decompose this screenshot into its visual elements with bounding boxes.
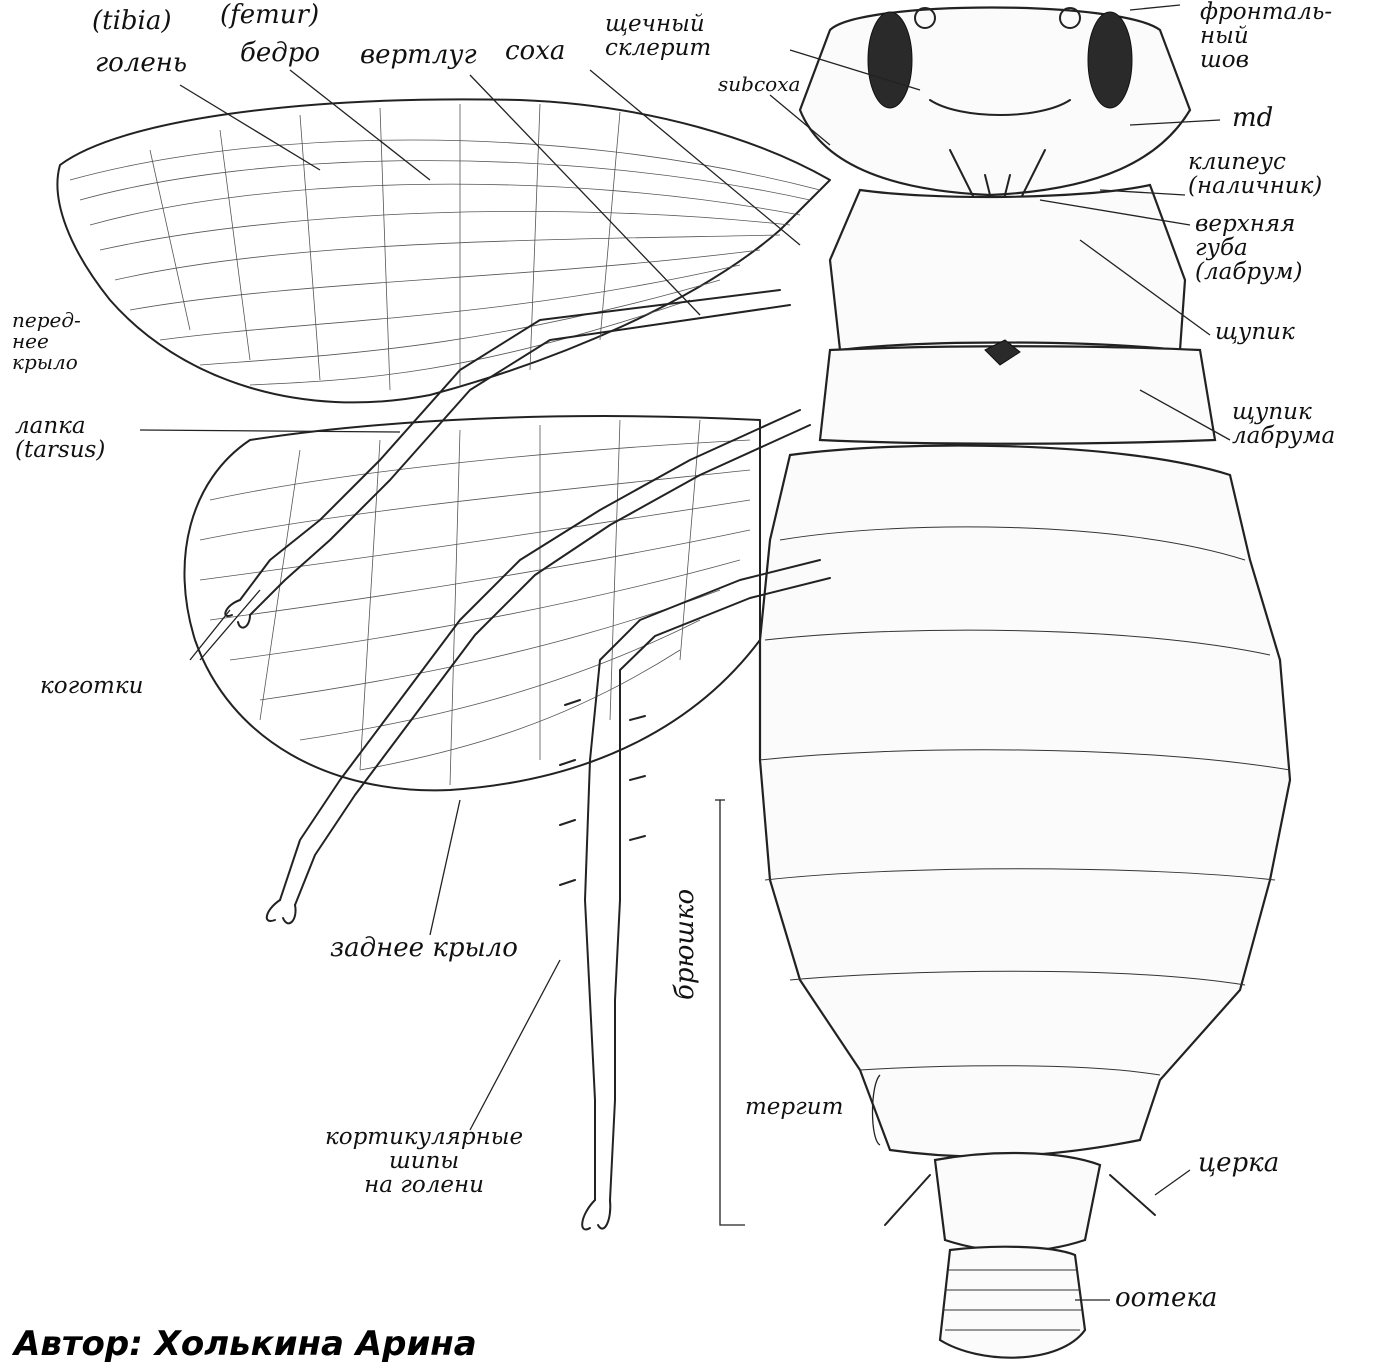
label-subcoxa: subcoxa [718,74,800,95]
label-clypeus: клипеус (наличник) [1188,150,1322,198]
label-gena-sclerite: щечный склерит [605,12,711,60]
label-labial-palp: щупик лабрума [1232,400,1335,448]
label-femur-latin: (femur) [220,2,319,29]
right-eye [1088,12,1132,108]
label-abdomen: брюшко [672,889,699,1000]
label-tibial-spines: кортикулярные шипы на голени [325,1125,523,1197]
label-hindwing: заднее крыло [330,935,518,962]
forewing [57,99,830,402]
thorax [820,185,1215,444]
label-mandible: md [1232,105,1273,132]
label-cercus: церка [1198,1150,1279,1177]
label-claws: коготки [40,674,143,698]
hindwing [184,416,760,790]
label-labrum: верхняя губа (лабрум) [1195,212,1302,284]
label-trochanter: вертлуг [360,42,477,69]
label-tergite: тергит [745,1095,843,1119]
label-frontal-suture: фронталь- ный шов [1200,0,1332,72]
author-credit: Автор: Холькина Арина [14,1324,477,1364]
label-ootheca: оотека [1115,1285,1217,1312]
label-forewing: перед- нее крыло [12,310,81,373]
label-tarsus: лапка (tarsus) [15,414,105,462]
label-coxa: соха [505,38,565,65]
label-palp: щупик [1215,320,1295,344]
label-femur: бедро [240,40,320,67]
ootheca [940,1247,1085,1358]
left-eye [868,12,912,108]
abdomen [760,445,1290,1251]
label-tibia: голень [95,50,187,77]
label-tibia-latin: (tibia) [92,8,172,35]
